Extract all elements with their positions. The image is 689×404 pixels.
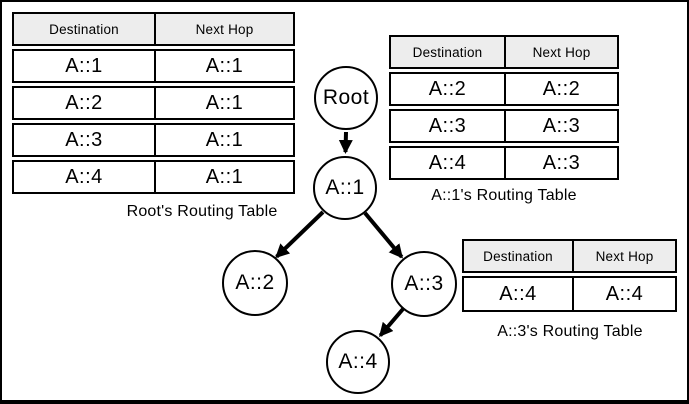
destination-cell: A::2 xyxy=(14,88,156,118)
tree-node-a2: A::2 xyxy=(222,250,288,316)
node-label: A::3 xyxy=(404,272,444,295)
edge-a3-a4 xyxy=(378,307,405,338)
table-row: A::1 A::1 xyxy=(12,49,295,83)
next-hop-cell: A::3 xyxy=(542,114,581,137)
next-hop-cell: A::1 xyxy=(205,128,244,151)
table-row: A::3 A::3 xyxy=(389,109,619,143)
destination-cell: A::1 xyxy=(14,51,156,81)
table-row: A::4 A::1 xyxy=(12,160,295,194)
destination-cell: A::3 xyxy=(391,111,506,141)
node-label: Root xyxy=(322,86,370,109)
destination-cell: A::4 xyxy=(464,278,574,310)
next-hop-cell: A::1 xyxy=(205,165,244,188)
routing-table-a1: Destination Next Hop A::2 A::2 A::3 A::3… xyxy=(389,35,619,183)
table-row: A::3 A::1 xyxy=(12,123,295,157)
next-hop-cell: A::4 xyxy=(605,282,644,305)
destination-header: Destination xyxy=(14,14,156,44)
destination-cell: A::2 xyxy=(391,74,506,104)
destination-cell: A::3 xyxy=(14,125,156,155)
edge-a1-a2 xyxy=(275,210,325,259)
table-row: A::2 A::1 xyxy=(12,86,295,120)
next-hop-cell: A::1 xyxy=(205,91,244,114)
next-hop-header: Next Hop xyxy=(595,248,654,264)
table-row: A::2 A::2 xyxy=(389,72,619,106)
table-row: A::4 A::3 xyxy=(389,146,619,180)
table-caption-a1: A::1's Routing Table xyxy=(431,187,577,204)
next-hop-cell: A::3 xyxy=(542,151,581,174)
destination-header: Destination xyxy=(391,37,506,67)
destination-cell: A::4 xyxy=(391,148,506,178)
edge-root-a1 xyxy=(338,131,353,154)
routing-table-a3: Destination Next Hop A::4 A::4 xyxy=(462,239,677,315)
tree-node-a1: A::1 xyxy=(313,156,377,220)
routing-table-root: Destination Next Hop A::1 A::1 A::2 A::1… xyxy=(12,12,295,197)
table-caption-root: Root's Routing Table xyxy=(126,203,278,220)
table-row: A::4 A::4 xyxy=(462,276,677,312)
table-header-row: Destination Next Hop xyxy=(12,12,295,46)
table-header-row: Destination Next Hop xyxy=(389,35,619,69)
tree-node-root: Root xyxy=(314,66,378,130)
node-label: A::2 xyxy=(235,271,275,294)
destination-cell: A::4 xyxy=(14,162,156,192)
edge-a1-a3 xyxy=(363,211,404,259)
node-label: A::1 xyxy=(325,176,365,199)
next-hop-cell: A::1 xyxy=(205,54,244,77)
tree-node-a3: A::3 xyxy=(391,251,457,317)
next-hop-header: Next Hop xyxy=(532,44,591,60)
destination-header: Destination xyxy=(464,241,574,271)
tree-node-a4: A::4 xyxy=(326,330,390,394)
node-label: A::4 xyxy=(338,350,378,373)
next-hop-header: Next Hop xyxy=(195,21,254,37)
next-hop-cell: A::2 xyxy=(542,77,581,100)
table-caption-a3: A::3's Routing Table xyxy=(497,323,643,340)
table-header-row: Destination Next Hop xyxy=(462,239,677,273)
